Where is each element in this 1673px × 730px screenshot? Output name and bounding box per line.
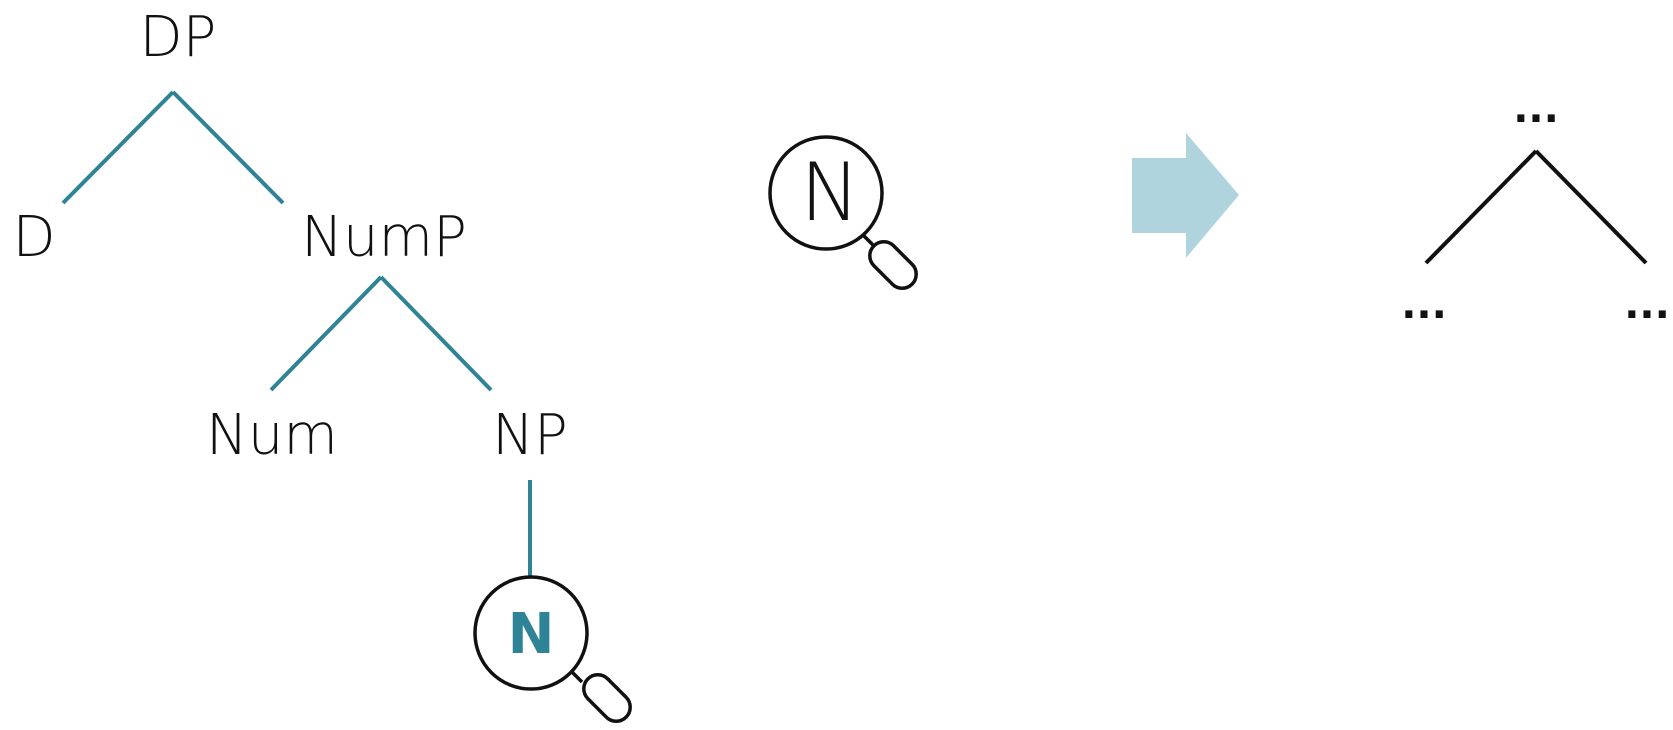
magnified-n-label: N — [800, 146, 860, 239]
tree-node-np: NP — [492, 403, 568, 468]
schema-tree: ... ... ... — [1401, 86, 1670, 328]
tree-node-dp: DP — [140, 5, 217, 70]
branch-dp-nump — [171, 90, 285, 205]
branch-nump-num — [269, 275, 383, 392]
magnifier-icon — [473, 575, 632, 723]
magnifier-lens — [473, 575, 589, 691]
tree-node-d: D — [12, 205, 55, 270]
magnifier-neck — [569, 669, 584, 684]
branch-dp-d — [61, 90, 175, 205]
tree-node-num: Num — [206, 403, 338, 468]
schema-branch-left — [1424, 149, 1538, 265]
magnified-n-group: N — [768, 135, 918, 290]
syntax-tree: DP D NumP Num NP N — [12, 5, 632, 723]
schema-right-dots: ... — [1624, 282, 1670, 328]
schema-top-dots: ... — [1513, 86, 1559, 132]
tree-node-nump: NumP — [301, 205, 467, 270]
schema-branch-right — [1534, 149, 1648, 265]
magnifier-handle — [582, 673, 632, 723]
schema-left-dots: ... — [1401, 282, 1447, 328]
magnifier-lens — [768, 135, 884, 251]
magnifier-neck — [862, 234, 876, 248]
tree-node-n-highlighted: N — [508, 602, 555, 667]
magnifier-icon — [768, 135, 918, 290]
branch-nump-np — [379, 275, 493, 392]
right-arrow-icon — [1132, 133, 1239, 258]
